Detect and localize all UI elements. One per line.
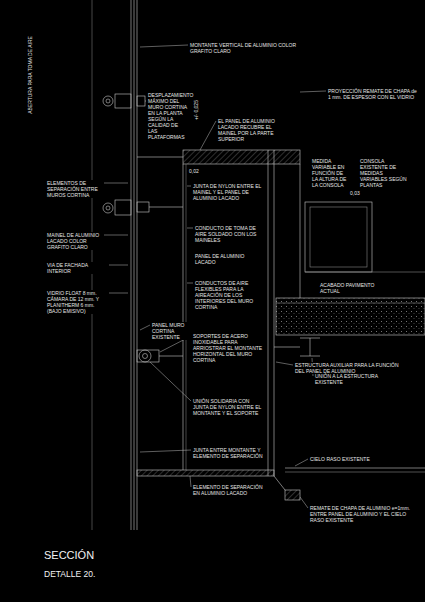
glass-line — [137, 0, 138, 530]
dimension-label: +/- 0,025 — [193, 100, 199, 120]
annotation-label: REMATE DE CHAPA DE ALUMINIO e=1mm. ENTRE… — [310, 505, 415, 523]
separation-element — [137, 470, 274, 476]
leader-line — [140, 450, 191, 452]
annotation-label: CIELO RASO EXISTENTE — [310, 456, 380, 462]
leader-line — [200, 121, 216, 150]
leader-line — [150, 362, 191, 401]
leader-line — [187, 186, 191, 187]
annotation-label: CONDUCTOS DE AIRE FLEXIBLES PARA LA AIRE… — [195, 280, 265, 310]
nylon-joint — [137, 202, 149, 212]
annotation-label: PROYECCIÓN REMATE DE CHAPA de 1 mm. DE E… — [328, 88, 418, 100]
annotation-label: UNIÓN A LA ESTRUCTURA EXISTENTE — [315, 373, 395, 385]
glass-line — [134, 0, 135, 530]
leader-line — [187, 228, 193, 229]
mullion-cap — [137, 96, 145, 106]
annotation-label: DESPLAZAMIENTO MÁXIMO DEL MURO CORTINA E… — [148, 92, 188, 140]
leader-line — [300, 91, 326, 92]
glass-line — [131, 0, 132, 530]
annotation-label: MEDIDA VARIABLE EN FUNCIÓN DE LA ALTURA … — [312, 158, 348, 188]
leader-line — [104, 183, 128, 184]
annotation-label: ACABADO PAVIMENTO ACTUAL — [320, 282, 385, 294]
annotation-label: PANEL DE ALUMINIO LACADO — [195, 253, 265, 265]
annotation-label: VIDRIO FLOAT 8 mm. CÁMARA DE 12 mm. Y PL… — [47, 290, 107, 314]
aluminium-panel — [268, 150, 269, 476]
leader-line — [104, 235, 128, 236]
dimension-label: 0,03 — [350, 190, 370, 196]
annotation-label: MONTANTE VERTICAL DE ALUMINIO COLOR GRAF… — [190, 42, 310, 54]
auxiliary-beam — [300, 338, 320, 356]
console — [305, 202, 372, 272]
annotation-label: CONDUCTO DE TOMA DE AIRE SOLDADO CON LOS… — [195, 225, 265, 243]
annotation-label: MAINEL DE ALUMINIO LACADO COLOR GRAFITO … — [47, 232, 102, 250]
mullion-node — [103, 203, 113, 213]
floor-slab — [276, 298, 425, 335]
leader-line — [295, 459, 308, 466]
steel-support — [139, 350, 151, 362]
leader-line — [109, 293, 128, 294]
annotation-label: VIA DE FACHADA INTERIOR — [47, 262, 107, 274]
mullion — [115, 200, 131, 215]
annotation-label: UNIÓN SOLIDARIA CON JUNTA DE NYLON ENTRE… — [193, 398, 263, 416]
drawing-title: SECCIÓN — [44, 549, 94, 561]
steel-support — [137, 350, 159, 362]
mullion-node — [103, 96, 113, 106]
leader-line — [276, 362, 293, 365]
annotation-label: SOPORTES DE ACERO INOXIDABLE PARA ARRIOS… — [193, 333, 263, 363]
annotation-label: JUNTA ENTRE MONTANTE Y ELEMENTO DE SEPAR… — [193, 447, 265, 459]
leader-line — [140, 325, 150, 330]
mullion — [115, 94, 131, 108]
annotation-label: ELEMENTOS DE SEPARACIÓN ENTRE MUROS CORT… — [47, 180, 102, 198]
aluminium-panel-top — [183, 150, 300, 164]
annotation-label: EL PANEL DE ALUMINIO LACADO RECUBRE EL M… — [218, 118, 288, 142]
leader-line — [190, 476, 191, 487]
annotation-label: ABERTURA PARA TOMA DE AIRE — [27, 36, 33, 114]
aluminium-panel — [274, 150, 275, 476]
leader-line — [300, 497, 308, 508]
sheet-trim — [285, 490, 300, 500]
annotation-label: ELEMENTO DE SEPARACIÓN EN ALUMINIO LACAD… — [193, 484, 265, 496]
ceiling — [285, 468, 425, 469]
leader-line — [140, 45, 188, 47]
annotation-label: JUNTA DE NYLON ENTRE EL MAINEL Y EL PANE… — [193, 183, 263, 201]
inner-panel — [183, 164, 184, 470]
leader-line — [187, 283, 193, 284]
dimension-label: 0,02 — [189, 168, 209, 174]
drawing-caption: DETALLE 20. — [44, 569, 95, 579]
annotation-label: CONSOLA EXISTENTE DE MEDIDAS VARIABLES S… — [360, 158, 410, 188]
leader-line — [109, 265, 128, 266]
mullion-node — [106, 99, 110, 103]
